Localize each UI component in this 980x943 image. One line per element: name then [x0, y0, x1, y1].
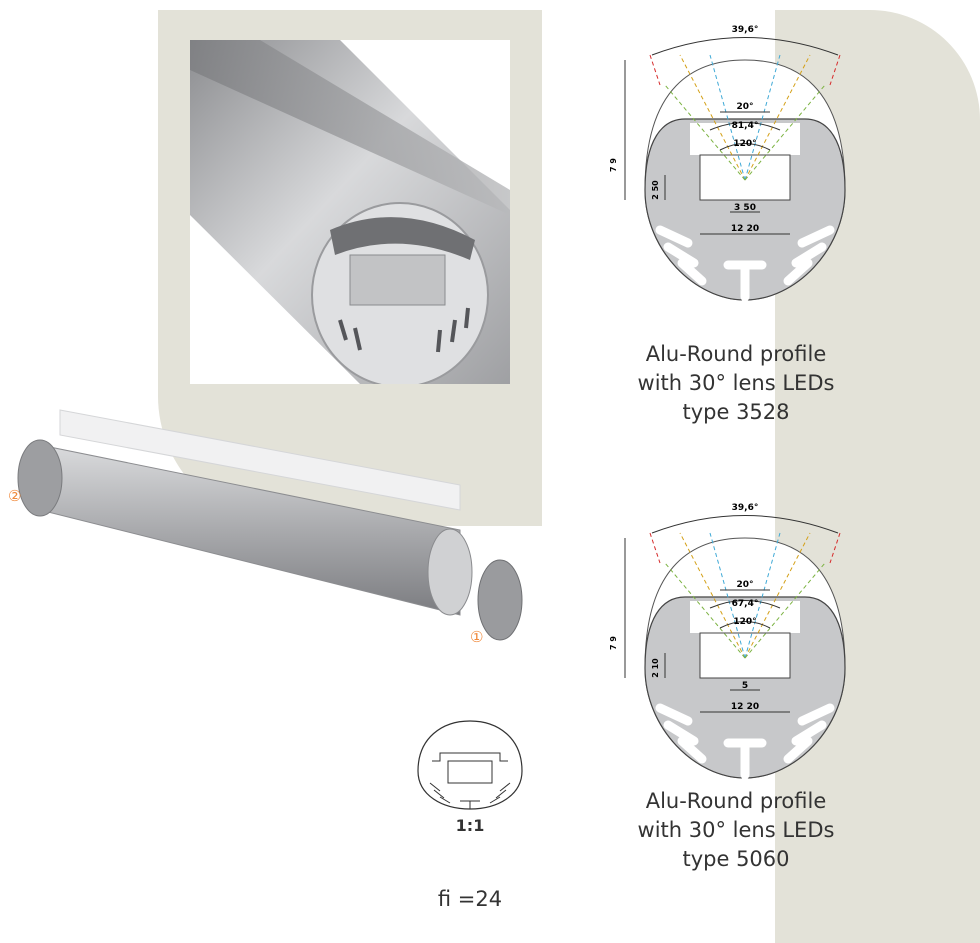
caption-line: Alu-Round profile — [645, 342, 827, 366]
angle-c-label: 120° — [733, 139, 756, 149]
profile-drawing-3528: 39,6° 20° 81,4° 120° 7 9 2 50 3 50 12 20 — [590, 15, 900, 319]
profile-drawing-5060: 39,6° 20° 67,4° 120° 7 9 2 10 5 12 20 — [590, 493, 900, 792]
led-dimension: 3 50 — [734, 203, 756, 213]
angle-a-label: 20° — [736, 102, 753, 112]
caption-5060: Alu-Round profile with 30° lens LEDs typ… — [626, 787, 846, 874]
angle-b-label: 81,4° — [732, 121, 759, 131]
angle-a-label: 20° — [736, 580, 753, 590]
width-dimension: 12 20 — [731, 224, 759, 234]
led-dimension: 5 — [742, 681, 748, 691]
caption-3528: Alu-Round profile with 30° lens LEDs typ… — [626, 340, 846, 427]
profile-photo — [190, 40, 510, 384]
height-dimension: 7 9 — [609, 158, 618, 172]
angle-b-label: 67,4° — [732, 599, 759, 609]
profile-outline-1-1 — [410, 713, 530, 817]
angle-top-label: 39,6° — [732, 25, 759, 35]
small-dimension: 2 10 — [651, 658, 660, 678]
angle-top-label: 39,6° — [732, 503, 759, 513]
height-dimension: 7 9 — [609, 636, 618, 650]
assembly-illustration — [0, 400, 540, 664]
small-dimension: 2 50 — [651, 180, 660, 200]
width-dimension: 12 20 — [731, 702, 759, 712]
diameter-label: fi =24 — [437, 887, 503, 911]
angle-c-label: 120° — [733, 617, 756, 627]
caption-line: with 30° lens LEDs — [637, 818, 835, 842]
caption-line: with 30° lens LEDs — [637, 371, 835, 395]
caption-line: type 3528 — [682, 400, 790, 424]
scale-label: 1:1 — [455, 816, 485, 835]
part-1-label: ① — [470, 628, 484, 646]
caption-line: Alu-Round profile — [645, 789, 827, 813]
part-2-label: ② — [8, 487, 22, 505]
caption-line: type 5060 — [682, 847, 790, 871]
